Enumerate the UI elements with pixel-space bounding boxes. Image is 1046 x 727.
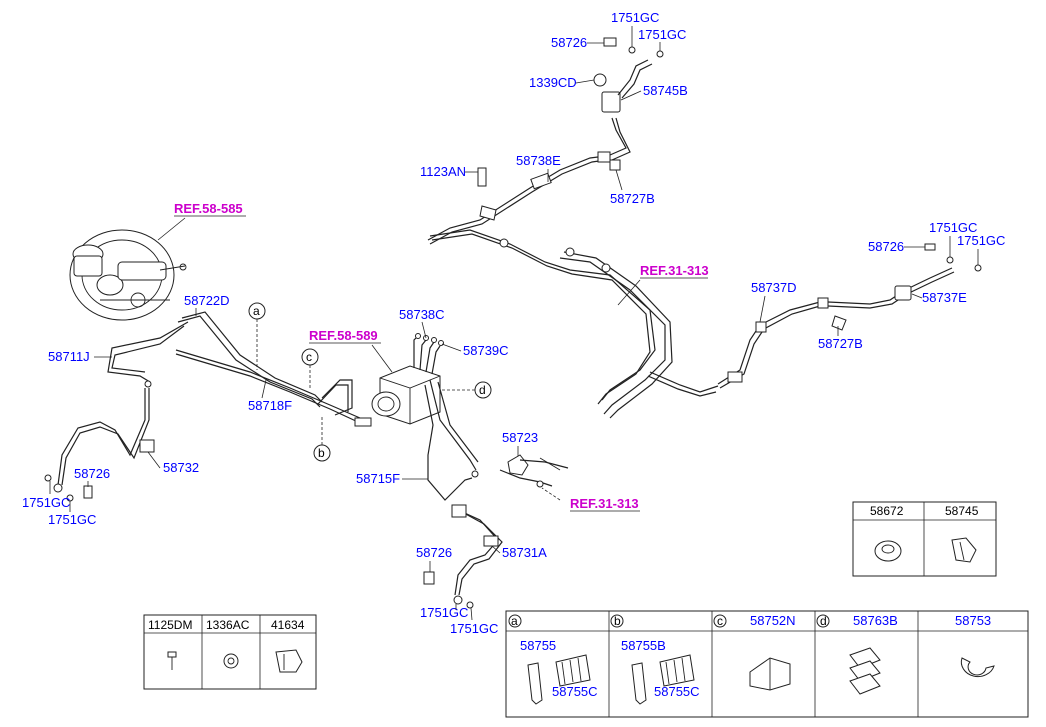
svg-text:d: d [479,383,486,397]
ref-31-313-mid[interactable]: REF.31-313 [570,496,639,511]
label-1339cd: 1339CD [529,75,577,90]
label-1751gc-left2: 1751GC [48,512,96,527]
rear-right-lines [717,243,982,389]
label-1751gc-mid1: 1751GC [420,605,468,620]
ref-58-589[interactable]: REF.58-589 [309,328,378,343]
header-58672: 58672 [870,504,904,518]
label-58737d: 58737D [751,280,797,295]
label-58738e: 58738E [516,153,561,168]
label-58731a: 58731A [502,545,547,560]
label-1751gc-right2: 1751GC [957,233,1005,248]
label-58726-right: 58726 [868,239,904,254]
part-58755b: 58755B [621,638,666,653]
label-1751gc-left1: 1751GC [22,495,70,510]
callout-d: d [440,381,492,399]
svg-text:a: a [253,304,260,318]
label-58732: 58732 [163,460,199,475]
front-left-lines [44,311,361,502]
grommet-table: 58672 58745 [852,501,997,577]
brake-booster-drawing [69,229,187,321]
label-58727b-right: 58727B [818,336,863,351]
label-58711j: 58711J [48,349,90,364]
label-58715f: 58715F [356,471,400,486]
label-1751gc-mid2: 1751GC [450,621,498,636]
label-58737e: 58737E [922,290,967,305]
part-58755: 58755 [520,638,556,653]
part-58752n: 58752N [750,613,796,628]
cell-a-letter: a [511,614,518,628]
part-58755c-a: 58755C [552,684,598,699]
svg-text:b: b [318,446,325,460]
cell-b-letter: b [614,614,621,628]
callout-b: b [313,415,331,462]
header-1336ac: 1336AC [206,618,250,632]
label-58727b-top: 58727B [610,191,655,206]
ref-31-313-top[interactable]: REF.31-313 [640,263,709,278]
label-1751gc-right1: 1751GC [929,220,977,235]
label-58718f: 58718F [248,398,292,413]
svg-text:c: c [306,350,312,364]
label-1751gc-top1: 1751GC [611,10,659,25]
header-58745: 58745 [945,504,979,518]
header-41634: 41634 [271,618,305,632]
part-58755c-b: 58755C [654,684,700,699]
main-rear-lines [429,229,719,419]
part-58763b: 58763B [853,613,898,628]
rear-top-lines [427,37,664,245]
label-58723: 58723 [502,430,538,445]
label-58738c: 58738C [399,307,445,322]
fasteners-table: 1125DM 1336AC 41634 [143,614,317,690]
clip-table: a 58755 58755C b 58755B 58755C c 58752N … [505,610,1029,718]
cell-d-letter: d [820,614,827,628]
label-58722d: 58722D [184,293,230,308]
ref-58-585[interactable]: REF.58-585 [174,201,243,216]
label-58726-left: 58726 [74,466,110,481]
rear-left-lines [423,379,569,609]
label-1751gc-top2: 1751GC [638,27,686,42]
callout-c: c [301,348,319,390]
cell-c-letter: c [717,614,723,628]
part-labels: 1751GC 1751GC 58726 1339CD 58745B 1123AN… [22,10,1005,636]
header-1125dm: 1125DM [148,618,192,632]
part-58753: 58753 [955,613,991,628]
abs-hydraulic-unit [317,333,444,427]
label-58745b: 58745B [643,83,688,98]
label-1123an: 1123AN [420,164,466,179]
label-58726-mid: 58726 [416,545,452,560]
label-58726-top: 58726 [551,35,587,50]
callout-a: a [248,302,266,370]
label-58739c: 58739C [463,343,509,358]
